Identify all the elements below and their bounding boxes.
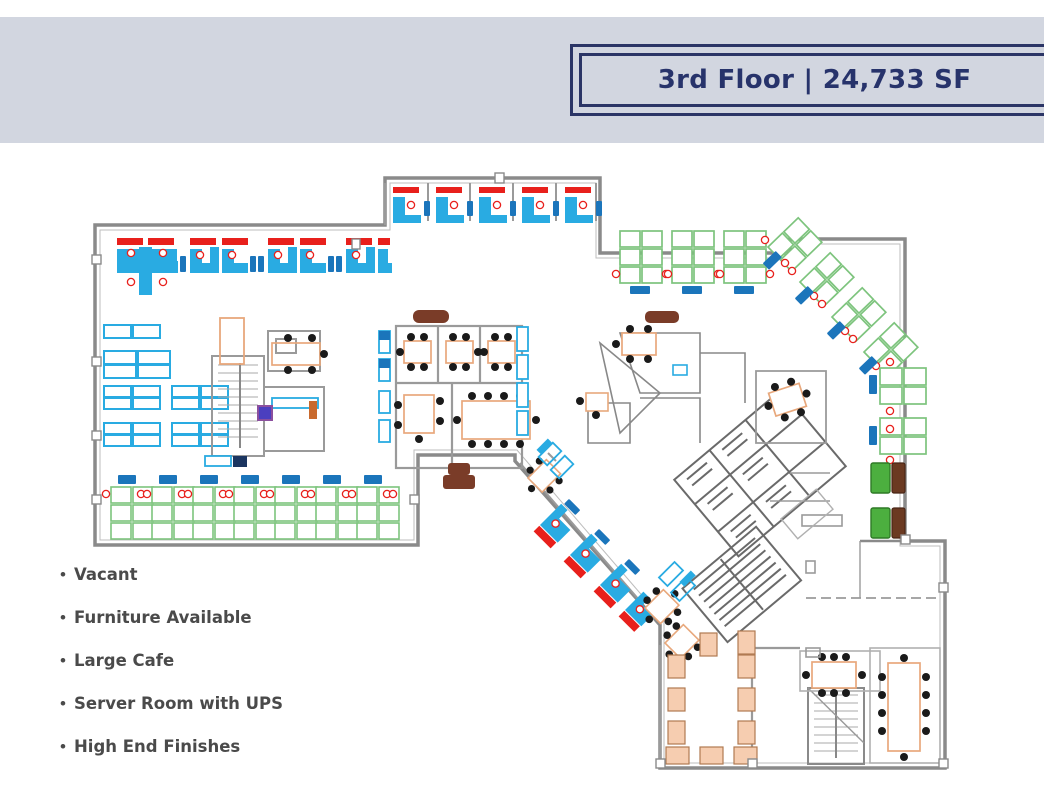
feature-list: • Vacant • Furniture Available • Large C… bbox=[60, 565, 420, 780]
floor-title-box: 3rd Floor | 24,733 SF bbox=[570, 44, 1044, 116]
east-workstations bbox=[869, 357, 927, 465]
west-core-stair bbox=[204, 317, 328, 467]
bullet-icon: • bbox=[60, 694, 66, 713]
list-item: • Vacant bbox=[60, 565, 420, 585]
feature-label: Large Cafe bbox=[74, 651, 175, 670]
list-item: • High End Finishes bbox=[60, 737, 420, 757]
feature-label: High End Finishes bbox=[74, 737, 241, 756]
northeast-diagonal-workstations bbox=[760, 216, 920, 378]
bullet-icon: • bbox=[60, 608, 66, 627]
south-green-workstation-bank bbox=[101, 475, 400, 540]
workstation-pod bbox=[117, 238, 178, 295]
southeast-stair bbox=[807, 687, 865, 765]
workstation-pod bbox=[258, 238, 334, 273]
bullet-icon: • bbox=[60, 565, 66, 584]
diagonal-office-desks bbox=[533, 499, 653, 632]
west-storage-bank bbox=[103, 324, 229, 447]
list-item: • Server Room with UPS bbox=[60, 694, 420, 714]
upper-center-offices bbox=[576, 311, 688, 419]
office-desk-group bbox=[393, 187, 602, 223]
bullet-icon: • bbox=[60, 737, 66, 756]
central-core-restrooms bbox=[587, 332, 848, 644]
page-title: 3rd Floor | 24,733 SF bbox=[657, 65, 972, 95]
feature-label: Server Room with UPS bbox=[74, 694, 284, 713]
mid-right-conference bbox=[755, 370, 827, 444]
list-item: • Furniture Available bbox=[60, 608, 420, 628]
north-private-offices bbox=[384, 183, 602, 225]
north-green-workstations bbox=[611, 230, 775, 294]
floorplan-drawing bbox=[91, 172, 949, 770]
floorplan-container bbox=[0, 143, 1044, 808]
center-conference-suite bbox=[378, 310, 540, 470]
east-lounge-seating bbox=[870, 462, 906, 539]
southeast-conference-rooms bbox=[799, 647, 941, 764]
northwest-open-workstations bbox=[117, 238, 392, 295]
workstation-pod bbox=[180, 238, 256, 273]
misc-fixtures bbox=[91, 172, 949, 769]
diagonal-corridor-offices bbox=[519, 438, 702, 661]
list-item: • Large Cafe bbox=[60, 651, 420, 671]
feature-label: Furniture Available bbox=[74, 608, 252, 627]
building-outline-inner bbox=[99, 182, 941, 764]
feature-label: Vacant bbox=[74, 565, 138, 584]
partition-credenzas bbox=[443, 463, 475, 489]
workstation-pod bbox=[336, 238, 392, 273]
bullet-icon: • bbox=[60, 651, 66, 670]
floor-title-box-inner: 3rd Floor | 24,733 SF bbox=[579, 53, 1044, 107]
